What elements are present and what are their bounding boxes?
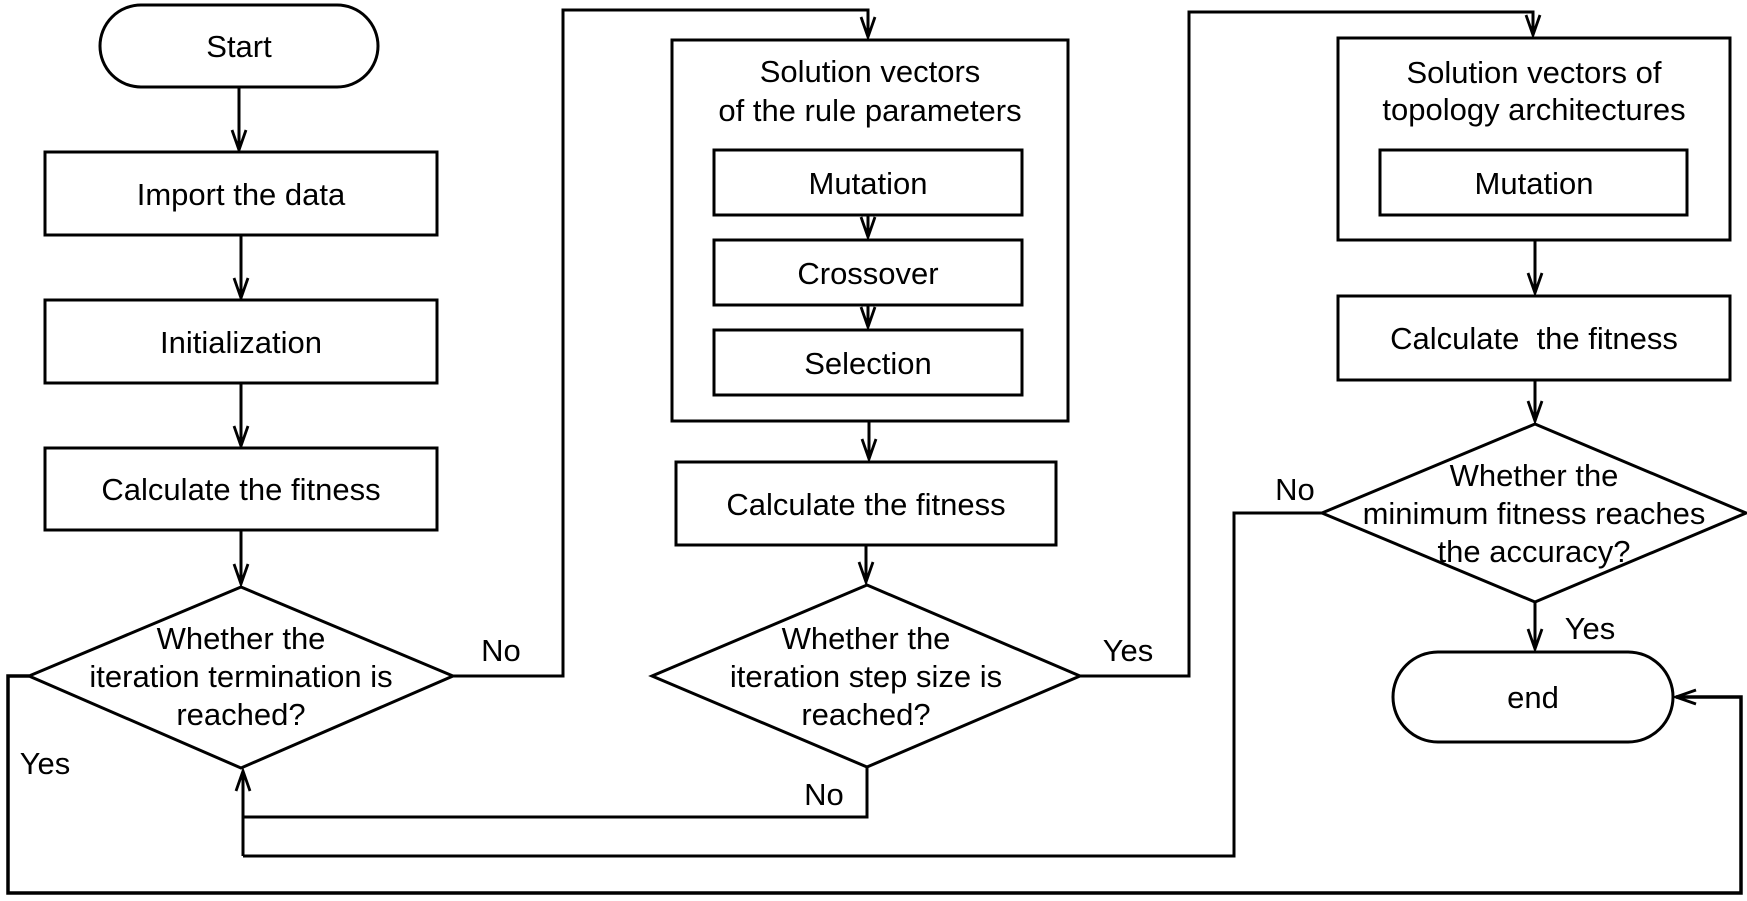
import-data-node: Import the data xyxy=(43,150,439,237)
crossover-rule-shape xyxy=(712,238,1024,307)
decision2-yes-label: Yes xyxy=(1103,633,1154,668)
decision-iteration-termination-line3: reached? xyxy=(176,697,305,732)
decision-iteration-termination-line1: Whether the xyxy=(157,621,326,656)
decision-step-size-line3: reached? xyxy=(801,697,930,732)
selection-rule-node: Selection xyxy=(712,328,1024,397)
decision-iteration-termination-line2: iteration termination is xyxy=(89,659,392,694)
decision3-no-label: No xyxy=(1275,472,1315,507)
calculate-fitness-3-node: Calculate the fitness xyxy=(1336,294,1732,382)
import-data-label: Import the data xyxy=(137,177,346,212)
start-label: Start xyxy=(206,29,272,64)
decision-min-fitness-line3: the accuracy? xyxy=(1438,534,1631,569)
edge-decision1-no-to-rule-group xyxy=(453,8,868,678)
start-shape xyxy=(98,3,380,89)
decision-step-size-line2: iteration step size is xyxy=(730,659,1002,694)
topology-group-title-line2: topology architectures xyxy=(1382,92,1685,127)
rule-group-shape xyxy=(670,38,1070,423)
calculate-fitness-2-label: Calculate the fitness xyxy=(726,487,1005,522)
calculate-fitness-2-node: Calculate the fitness xyxy=(674,460,1058,547)
rule-group-title-line1: Solution vectors xyxy=(760,54,981,89)
decision-step-size-line1: Whether the xyxy=(782,621,951,656)
topology-group-node: Solution vectors of topology architectur… xyxy=(1336,36,1732,242)
decision-min-fitness-line2: minimum fitness reaches xyxy=(1363,496,1706,531)
calculate-fitness-3-label: Calculate the fitness xyxy=(1390,321,1678,356)
decision-iteration-termination-shape xyxy=(25,585,457,770)
decision2-no-label: No xyxy=(804,777,844,812)
initialization-node: Initialization xyxy=(43,298,439,385)
selection-rule-label: Selection xyxy=(804,346,932,381)
calculate-fitness-1-label: Calculate the fitness xyxy=(101,472,380,507)
import-data-shape xyxy=(43,150,439,237)
calculate-fitness-1-shape xyxy=(43,446,439,532)
initialization-label: Initialization xyxy=(160,325,322,360)
crossover-rule-label: Crossover xyxy=(797,256,938,291)
decision3-yes-label: Yes xyxy=(1565,611,1616,646)
edge-decision1-yes-to-end xyxy=(6,674,1743,895)
mutation-topology-node: Mutation xyxy=(1378,148,1689,217)
decision-min-fitness-node: Whether the minimum fitness reaches the … xyxy=(1318,422,1747,604)
decision-min-fitness-line1: Whether the xyxy=(1450,458,1619,493)
edges xyxy=(6,8,1743,895)
rule-group-node: Solution vectors of the rule parameters xyxy=(670,38,1070,423)
decision-iteration-termination-node: Whether the iteration termination is rea… xyxy=(25,585,457,770)
topology-group-title-line1: Solution vectors of xyxy=(1406,55,1661,90)
decision1-yes-label: Yes xyxy=(20,746,71,781)
edge-decision3-no-return xyxy=(243,511,1322,858)
edge-labels: No Yes Yes No No Yes xyxy=(20,472,1616,812)
mutation-topology-shape xyxy=(1378,148,1689,217)
crossover-rule-node: Crossover xyxy=(712,238,1024,307)
mutation-rule-node: Mutation xyxy=(712,148,1024,217)
topology-group-shape xyxy=(1336,36,1732,242)
decision1-no-label: No xyxy=(481,633,521,668)
start-node: Start xyxy=(98,3,380,89)
decision-step-size-node: Whether the iteration step size is reach… xyxy=(648,583,1084,769)
end-shape xyxy=(1391,650,1675,744)
decision-step-size-shape xyxy=(648,583,1084,769)
calculate-fitness-3-shape xyxy=(1336,294,1732,382)
decision-min-fitness-shape xyxy=(1318,422,1747,604)
end-node: end xyxy=(1391,650,1675,744)
rule-group-title-line2: of the rule parameters xyxy=(718,93,1021,128)
selection-rule-shape xyxy=(712,328,1024,397)
calculate-fitness-1-node: Calculate the fitness xyxy=(43,446,439,532)
edge-decision2-no-return xyxy=(243,767,869,819)
calculate-fitness-2-shape xyxy=(674,460,1058,547)
mutation-rule-label: Mutation xyxy=(809,166,928,201)
mutation-rule-shape xyxy=(712,148,1024,217)
end-label: end xyxy=(1507,680,1559,715)
edge-decision2-yes-to-topology-group xyxy=(1080,10,1533,678)
mutation-topology-label: Mutation xyxy=(1475,166,1594,201)
initialization-shape xyxy=(43,298,439,385)
